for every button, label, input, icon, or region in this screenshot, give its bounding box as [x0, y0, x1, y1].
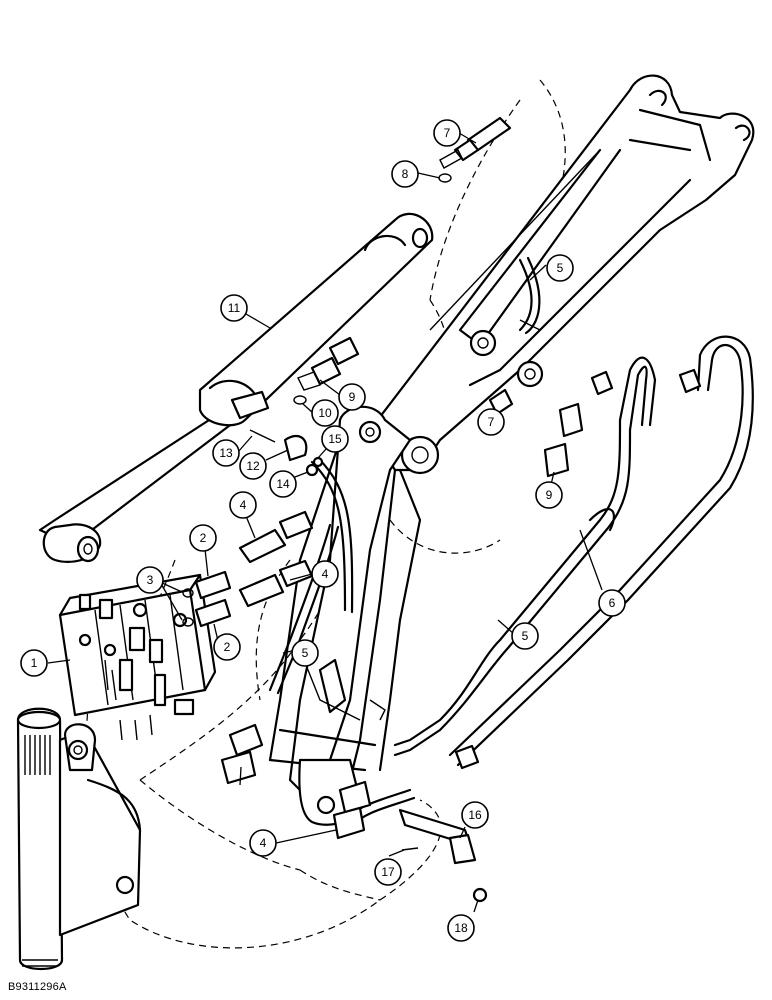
- mounting-bracket: [16, 707, 142, 970]
- callout-5-upper: 5: [546, 254, 574, 282]
- svg-text:7: 7: [488, 415, 495, 429]
- callout-14: 14: [269, 470, 297, 498]
- callout-11: 11: [220, 294, 248, 322]
- callout-13: 13: [212, 439, 240, 467]
- callout-4-middle: 4: [311, 560, 339, 588]
- fittings: [182, 116, 584, 903]
- callout-9-right: 9: [535, 481, 563, 509]
- svg-text:4: 4: [260, 836, 267, 850]
- callout-2-lower: 2: [213, 633, 241, 661]
- svg-text:1: 1: [31, 656, 38, 670]
- figure-reference-number: B9311296A: [8, 981, 67, 993]
- svg-text:18: 18: [454, 921, 468, 935]
- svg-text:5: 5: [557, 261, 564, 275]
- callout-5-left: 5: [291, 639, 319, 667]
- svg-text:2: 2: [224, 640, 231, 654]
- callout-4-upper: 4: [229, 491, 257, 519]
- svg-text:9: 9: [349, 390, 356, 404]
- lift-cylinder: [38, 212, 434, 563]
- svg-text:5: 5: [522, 629, 529, 643]
- control-valve: [58, 573, 217, 741]
- callout-4-lower: 4: [249, 829, 277, 857]
- callout-7-right: 7: [477, 408, 505, 436]
- svg-text:3: 3: [147, 573, 154, 587]
- svg-text:12: 12: [246, 459, 260, 473]
- callout-12: 12: [239, 452, 267, 480]
- callout-2-upper: 2: [189, 524, 217, 552]
- callout-3: 3: [136, 566, 164, 594]
- callout-5-right: 5: [511, 622, 539, 650]
- callout-15: 15: [321, 425, 349, 453]
- svg-text:16: 16: [468, 808, 482, 822]
- svg-text:13: 13: [219, 446, 233, 460]
- svg-text:4: 4: [322, 567, 329, 581]
- callout-10: 10: [311, 399, 339, 427]
- svg-text:14: 14: [276, 477, 290, 491]
- callout-8: 8: [391, 160, 419, 188]
- svg-text:17: 17: [381, 865, 395, 879]
- callout-7-top: 7: [433, 119, 461, 147]
- svg-text:5: 5: [302, 646, 309, 660]
- callout-17: 17: [374, 858, 402, 886]
- svg-text:9: 9: [546, 488, 553, 502]
- callout-18: 18: [447, 914, 475, 942]
- callout-9-upper: 9: [338, 383, 366, 411]
- svg-text:7: 7: [444, 126, 451, 140]
- steel-tubes: [393, 335, 754, 770]
- callout-1: 1: [20, 649, 48, 677]
- svg-text:10: 10: [318, 406, 332, 420]
- svg-text:11: 11: [228, 301, 241, 315]
- svg-text:15: 15: [328, 432, 342, 446]
- svg-text:8: 8: [402, 167, 409, 181]
- svg-text:4: 4: [240, 498, 247, 512]
- callout-6: 6: [598, 589, 626, 617]
- callout-16: 16: [461, 801, 489, 829]
- svg-text:6: 6: [609, 596, 616, 610]
- svg-text:2: 2: [200, 531, 207, 545]
